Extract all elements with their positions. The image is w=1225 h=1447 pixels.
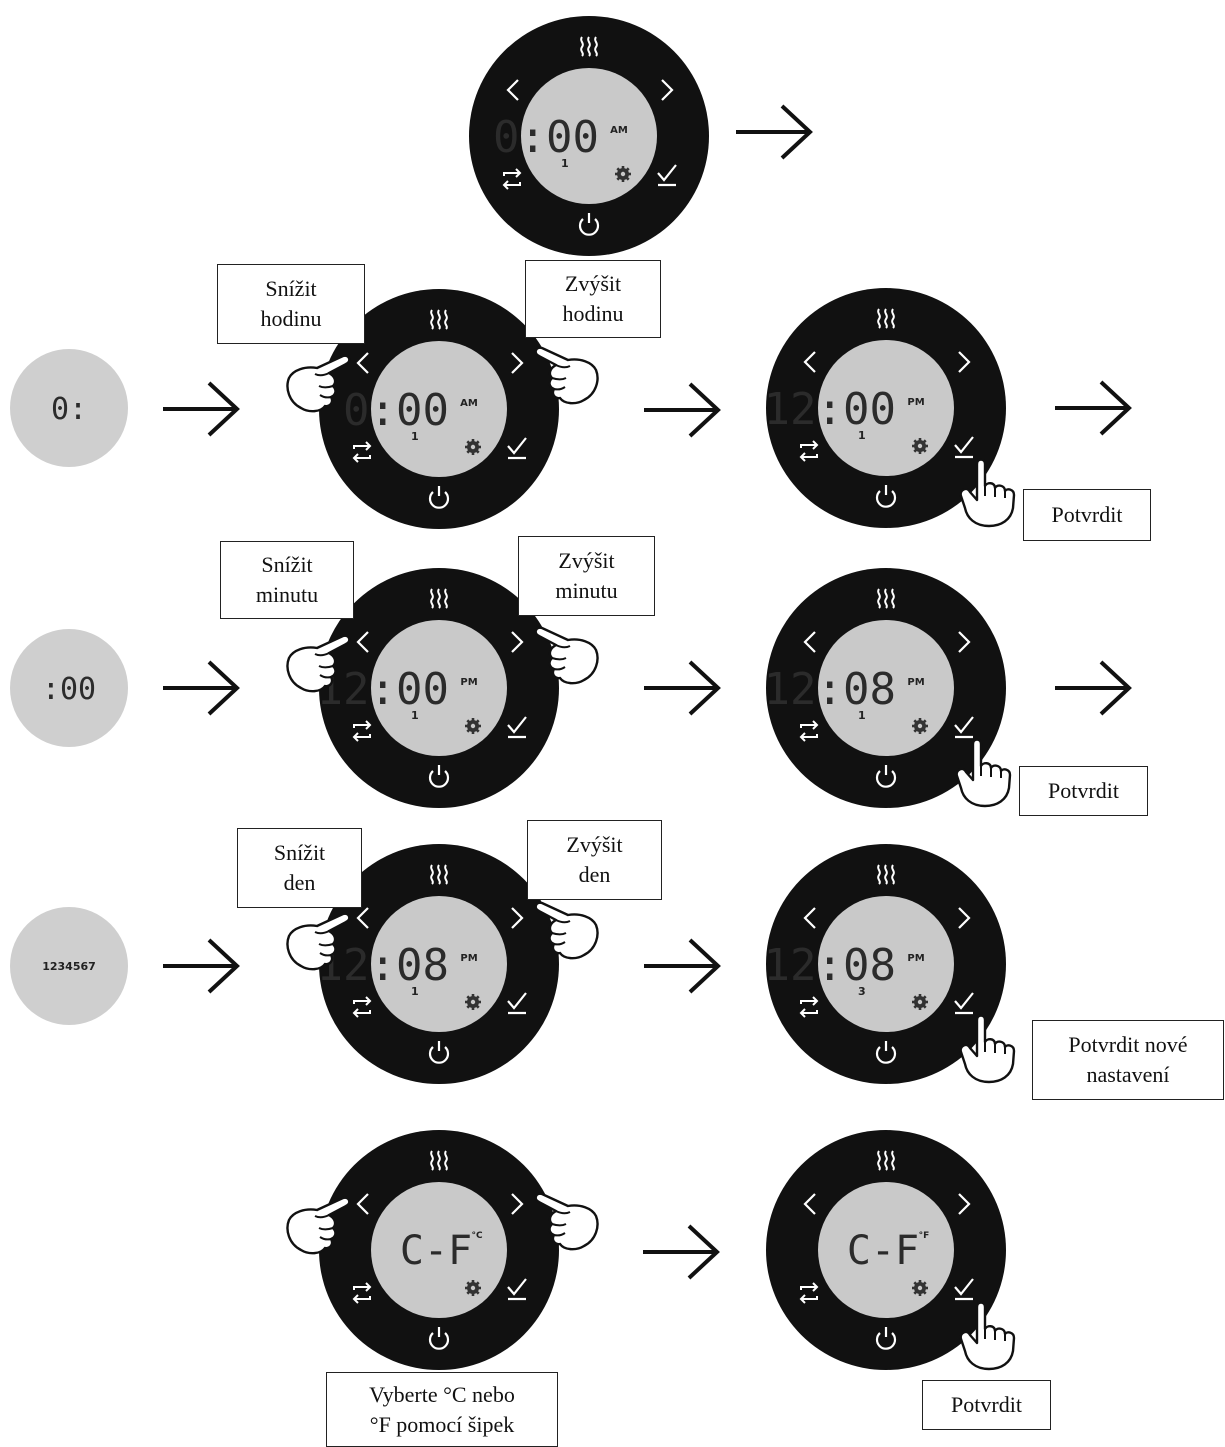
lcd-time: 12:00 (317, 664, 449, 715)
indicator-day: 1234567 (10, 907, 128, 1025)
lcd-time: 12:08 (317, 940, 449, 991)
thermostat-panel-minute-after: 12:08 PM 1 (764, 568, 1006, 808)
lcd-unit-symbol: °F (919, 1231, 930, 1241)
label-select-unit: Vyberte °C nebo°F pomocí šipek (326, 1372, 558, 1447)
lcd-time: 12:08 (764, 664, 896, 715)
lcd-unit-text: C-F (400, 1228, 472, 1274)
lcd-day: 1 (411, 985, 419, 998)
indicator-hour: 0: (10, 349, 128, 467)
gear-icon (463, 716, 483, 736)
arrow-right-icon (161, 381, 239, 437)
gear-icon (463, 992, 483, 1012)
indicator-text: :00 (42, 672, 96, 707)
lcd-ampm: PM (907, 953, 924, 964)
gear-icon (910, 716, 930, 736)
arrow-right-icon (642, 382, 720, 438)
lcd-ampm: AM (460, 398, 478, 409)
arrow-right-icon (734, 104, 812, 160)
indicator-circle (10, 349, 128, 467)
arrow-right-icon (161, 938, 239, 994)
thermostat-panel-day-after: 12:08 PM 3 (764, 844, 1006, 1084)
thermostat-panel-hour-after: 12:00 PM 1 (764, 288, 1006, 528)
lcd-unit-text: C-F (847, 1228, 919, 1274)
indicator-circle (10, 629, 128, 747)
arrow-right-icon (642, 660, 720, 716)
lcd-day: 1 (411, 709, 419, 722)
arrow-right-icon (641, 1224, 719, 1280)
lcd-unit-symbol: °C (471, 1231, 483, 1241)
label-confirm-minute: Potvrdit (1019, 766, 1148, 816)
lcd-day: 1 (411, 430, 419, 443)
arrow-right-icon (161, 660, 239, 716)
thermostat-panel-hour-before: 0:00 AM 1 (319, 289, 559, 529)
lcd-ampm: PM (907, 677, 924, 688)
gear-icon (613, 164, 633, 184)
lcd-ampm: PM (460, 953, 477, 964)
thermostat-panel-minute-before: 12:00 PM 1 (317, 568, 559, 808)
indicator-minute: :00 (10, 629, 128, 747)
lcd-time: 12:00 (764, 384, 896, 435)
lcd-day: 3 (858, 985, 866, 998)
label-confirm-unit: Potvrdit (922, 1380, 1051, 1430)
thermostat-panel-initial: 0:00 AM 1 (469, 16, 709, 256)
lcd-day: 1 (561, 157, 569, 170)
gear-icon (910, 1278, 930, 1298)
indicator-circle (10, 907, 128, 1025)
lcd-time: 12:08 (764, 940, 896, 991)
gear-icon (463, 1278, 483, 1298)
lcd-ampm: AM (610, 125, 628, 136)
arrow-right-icon (642, 938, 720, 994)
gear-icon (910, 992, 930, 1012)
lcd-time: 0:00 (343, 385, 449, 436)
label-confirm-hour: Potvrdit (1023, 489, 1151, 541)
lcd-ampm: PM (907, 397, 924, 408)
thermostat-panel-day-before: 12:08 PM 1 (317, 844, 559, 1084)
arrow-right-icon (1053, 380, 1131, 436)
lcd-day: 1 (858, 709, 866, 722)
gear-icon (910, 436, 930, 456)
indicator-text: 1234567 (42, 960, 96, 973)
arrow-right-icon (1053, 660, 1131, 716)
lcd-ampm: PM (460, 677, 477, 688)
indicator-text: 0: (51, 392, 87, 427)
lcd-time: 0:00 (493, 112, 599, 163)
lcd-day: 1 (858, 429, 866, 442)
thermostat-panel-unit-after: C-F°F (766, 1130, 1006, 1370)
thermostat-panel-unit-before: C-F°C (319, 1130, 559, 1370)
gear-icon (463, 437, 483, 457)
